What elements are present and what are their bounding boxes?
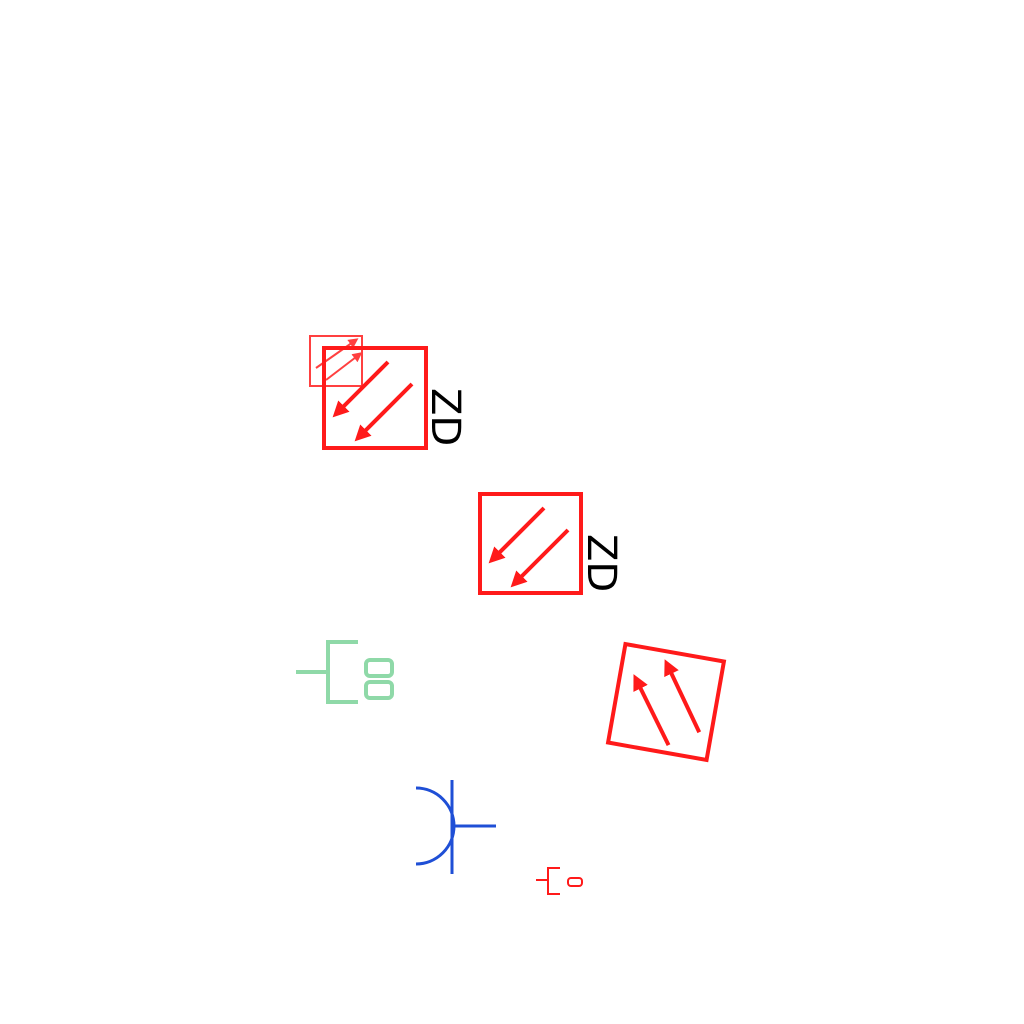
zd-label-1: ZD: [422, 388, 468, 446]
green-bracket-symbol: [296, 640, 394, 704]
square-arrows-down-left-symbol-2: ZD: [478, 492, 624, 595]
small-red-bracket-symbol: [536, 867, 583, 895]
square-arrows-down-left-symbol-1: ZD: [322, 346, 468, 450]
small-square-diagonal-arrows-symbol: [309, 335, 363, 387]
blue-arc-cross-symbol: [415, 780, 496, 874]
rotated-square-arrows-up-left-symbol: [605, 641, 727, 763]
zd-label-2: ZD: [578, 534, 624, 592]
